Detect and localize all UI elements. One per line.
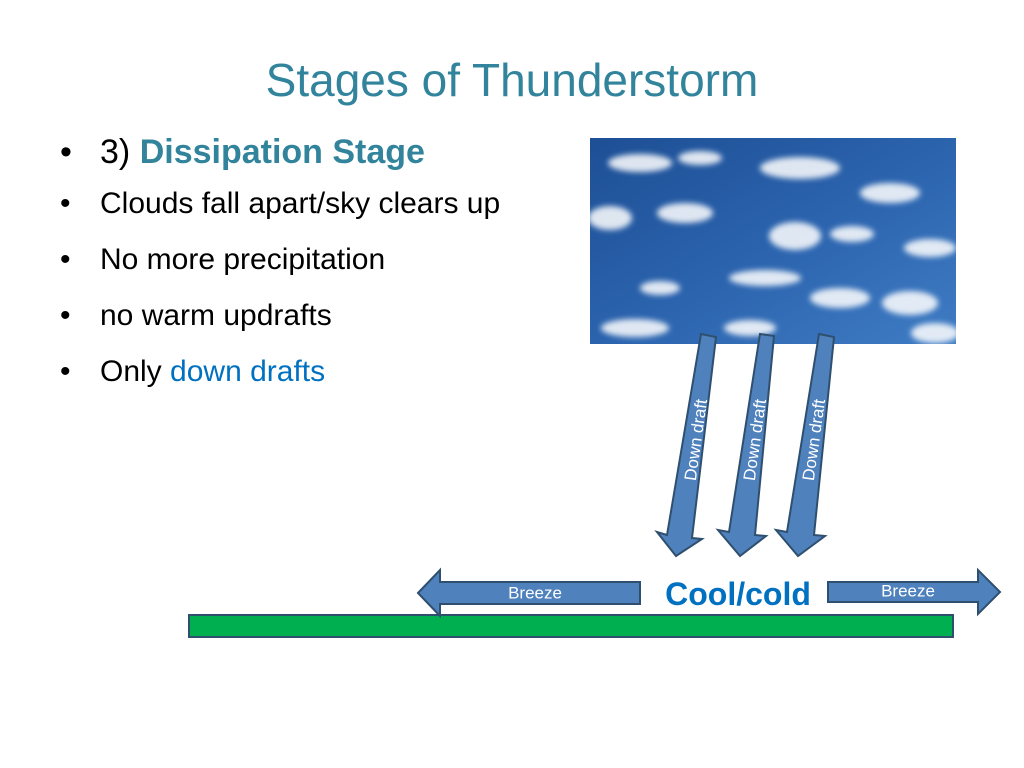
slide-title: Stages of Thunderstorm — [265, 54, 759, 106]
bullet-dot: • — [60, 243, 71, 276]
downdraft-arrow-3: Down draft — [773, 332, 836, 558]
bullet-downdrafts: • Only down drafts — [60, 352, 500, 392]
bullet-dot: • — [60, 187, 71, 220]
downdraft-arrow-1: Down draft — [654, 332, 718, 558]
cool-cold-label: Cool/cold — [665, 576, 811, 612]
bullet-dot: • — [60, 355, 71, 388]
breeze-arrow-right: Breeze — [827, 567, 1002, 617]
breeze-label-right: Breeze — [881, 581, 935, 600]
bullet-stage: • 3) Dissipation Stage — [60, 128, 500, 176]
bullet-text: no warm updrafts — [100, 299, 332, 332]
downdrafts-highlight: down drafts — [170, 355, 326, 388]
downdraft-label-1: Down draft — [681, 398, 711, 482]
bullet-text: Clouds fall apart/sky clears up — [100, 187, 501, 220]
downdraft-arrow-2: Down draft — [715, 332, 776, 558]
stage-number: 3) — [100, 133, 140, 171]
bullet-dot: • — [60, 133, 72, 171]
breeze-label-left: Breeze — [508, 583, 562, 602]
bullet-text: No more precipitation — [100, 243, 386, 276]
bullet-list: • 3) Dissipation Stage • Clouds fall apa… — [60, 128, 500, 392]
downdraft-label-2: Down draft — [740, 398, 770, 482]
bullet-updrafts: • no warm updrafts — [60, 296, 500, 336]
ground-bar — [188, 614, 954, 638]
bullet-text: Only — [100, 355, 171, 388]
breeze-arrow-left: Breeze — [416, 567, 641, 619]
bullet-dot: • — [60, 299, 71, 332]
bullet-clouds: • Clouds fall apart/sky clears up — [60, 184, 500, 224]
sky-clouds-graphic — [590, 138, 956, 344]
downdraft-label-3: Down draft — [799, 398, 829, 482]
bullet-precipitation: • No more precipitation — [60, 240, 500, 280]
stage-name: Dissipation Stage — [139, 133, 425, 171]
sky-clouds-image — [590, 138, 956, 344]
